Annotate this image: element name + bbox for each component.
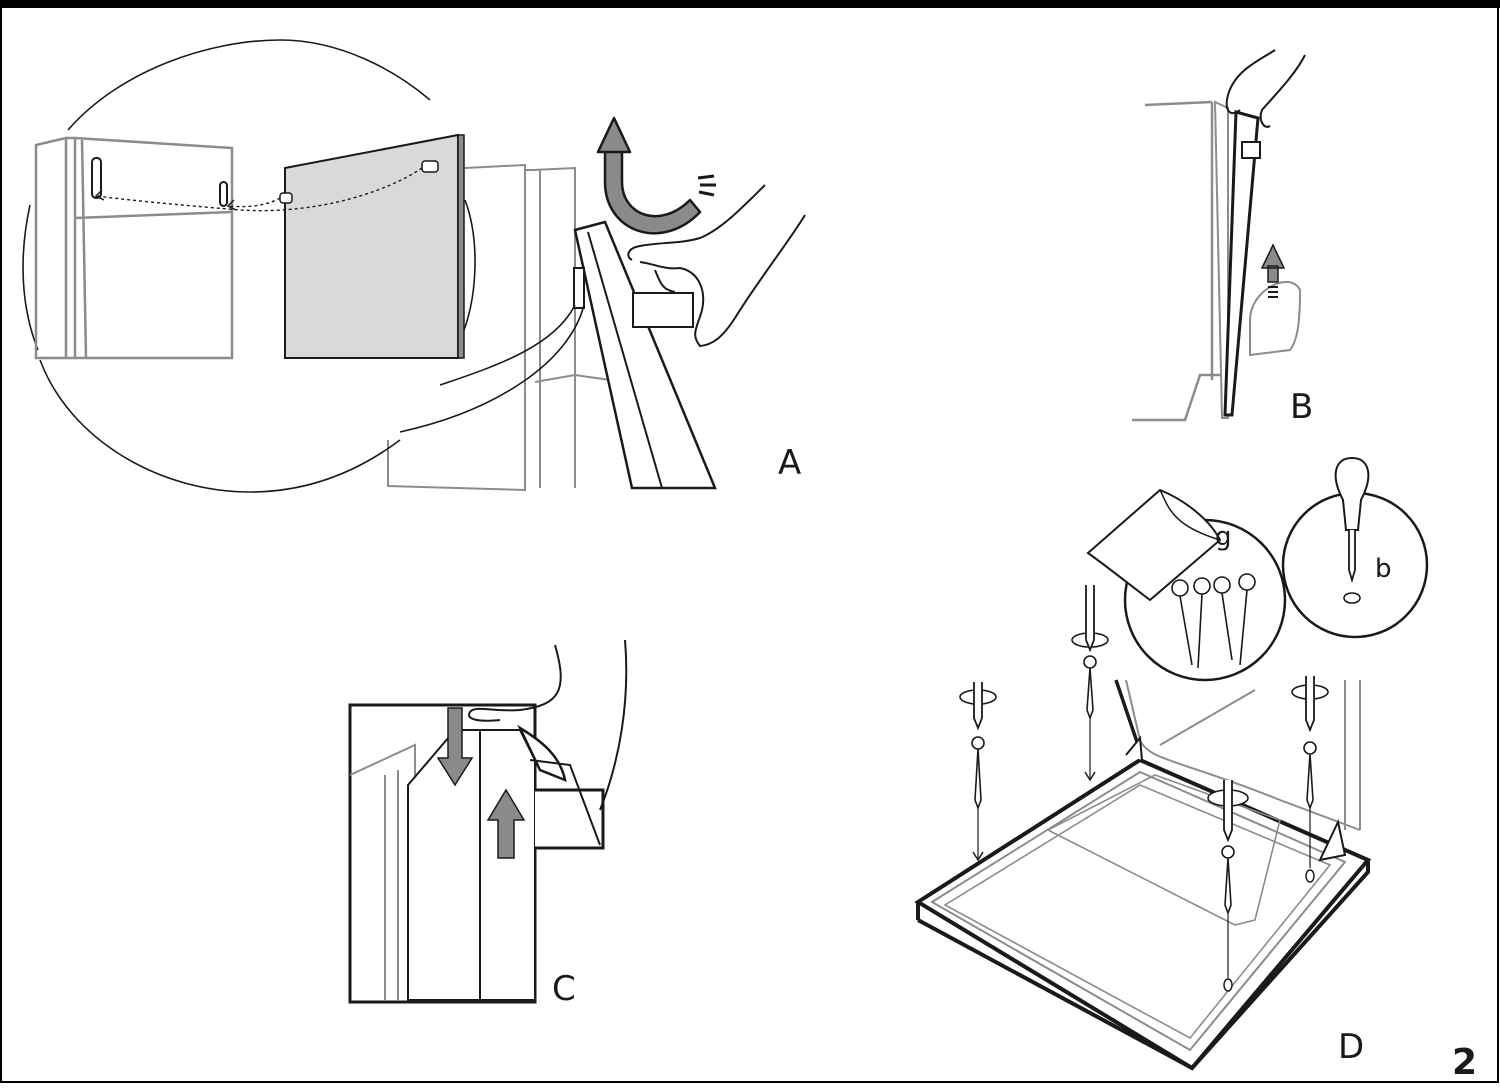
screwdriver-group-4 (1291, 676, 1329, 883)
callout-bag-label: g (1215, 522, 1232, 552)
panel-a-zoom-circle-left (22, 204, 39, 351)
panel-d-slab-inner (930, 770, 1347, 1052)
panel-a-cabinet (387, 163, 611, 492)
panel-a-door (573, 220, 717, 490)
callout-screws (1171, 573, 1256, 669)
panel-d-back-frame (1125, 679, 1361, 831)
panel-b-door-inner (1213, 100, 1229, 419)
zoom-cabinet-side (34, 136, 234, 360)
panel-a-door-edge (587, 231, 663, 489)
zoom-path-arrowhead-1 (94, 189, 105, 201)
zoom-keyhole-slot-1 (91, 157, 102, 199)
panel-a-zoom-circle-right (459, 199, 476, 341)
panel-c-hinge (517, 724, 567, 783)
panel-d: g b D (914, 456, 1429, 1071)
panel-a-hinge-tab (573, 267, 585, 309)
panel-a-hand (627, 184, 806, 348)
panel-c-drawer-edge (529, 759, 601, 846)
panel-a-zoom-connector (439, 304, 576, 386)
screwdriver-group-3 (1207, 780, 1249, 992)
panel-d-side-edge (1114, 679, 1140, 746)
panel-b-cabinet (1132, 100, 1225, 422)
panel-a-zoom-connector-2 (399, 304, 585, 433)
panel-a-zoom-circle-top (67, 39, 431, 131)
panel-b-label: B (1290, 387, 1313, 427)
panel-d-bracket-left (1125, 735, 1143, 761)
panel-a: A (22, 39, 806, 493)
rotate-arrow-motion-lines (697, 174, 716, 197)
panel-c-label: C (552, 969, 576, 1009)
zoom-keyhole-slot-2 (219, 181, 228, 207)
screwdriver-group-1 (959, 682, 997, 862)
panel-b-motion-lines (1268, 286, 1278, 298)
panel-a-zoom-circle-bottom (39, 359, 401, 493)
page-number: 2 (1452, 1042, 1477, 1083)
panel-c-hand (468, 639, 628, 811)
callout-screwdriver: b (1281, 456, 1429, 639)
panel-b-clip (1241, 141, 1261, 159)
panel-c-door-parts (407, 729, 536, 1001)
panel-c: C (348, 639, 628, 1009)
panel-b-hands (1225, 49, 1306, 128)
callout-bag-of-screws: g (1086, 488, 1287, 682)
callout-screwdriver-label: b (1375, 554, 1392, 584)
zoom-path-arrowhead-2 (226, 199, 237, 211)
panel-d-slab-inner-2 (943, 784, 1332, 1040)
rotate-arrow-head (596, 116, 632, 154)
rotate-arrow-body (603, 148, 702, 235)
panel-c-up-arrow (486, 788, 526, 859)
panel-c-drawer (535, 788, 605, 850)
screwdriver-group-2 (1071, 585, 1109, 782)
panel-b-up-arrow (1260, 243, 1286, 283)
panel-d-slab-bottom-edge (917, 918, 1193, 1070)
panel-a-handle-block (632, 292, 694, 328)
zoom-alignment-paths (97, 167, 423, 212)
panel-d-door-slab (914, 757, 1372, 1071)
panel-b-door (1223, 110, 1260, 417)
panel-d-slab-right-edge (1190, 860, 1370, 1070)
zoom-hook-pins (279, 160, 439, 204)
panel-d-label: D (1338, 1027, 1364, 1067)
panel-d-bracket-right (1318, 818, 1347, 862)
panel-b: B (1132, 49, 1313, 427)
panel-d-slab-recess (1046, 774, 1281, 926)
zoom-door-panel-edge (457, 134, 465, 359)
panel-c-down-arrow (436, 707, 474, 787)
panel-a-label: A (778, 443, 801, 483)
panel-b-foot (1249, 280, 1302, 357)
top-frame-bar (0, 0, 1500, 8)
